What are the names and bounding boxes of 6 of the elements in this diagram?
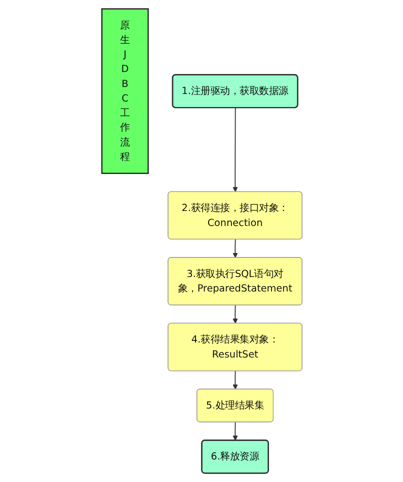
node-box: 原生JDBC工作流程 [100, 8, 148, 174]
arrow [232, 304, 238, 324]
arrow [232, 239, 238, 258]
arrow [232, 107, 238, 192]
arrow [232, 370, 238, 390]
arrow [232, 422, 238, 441]
